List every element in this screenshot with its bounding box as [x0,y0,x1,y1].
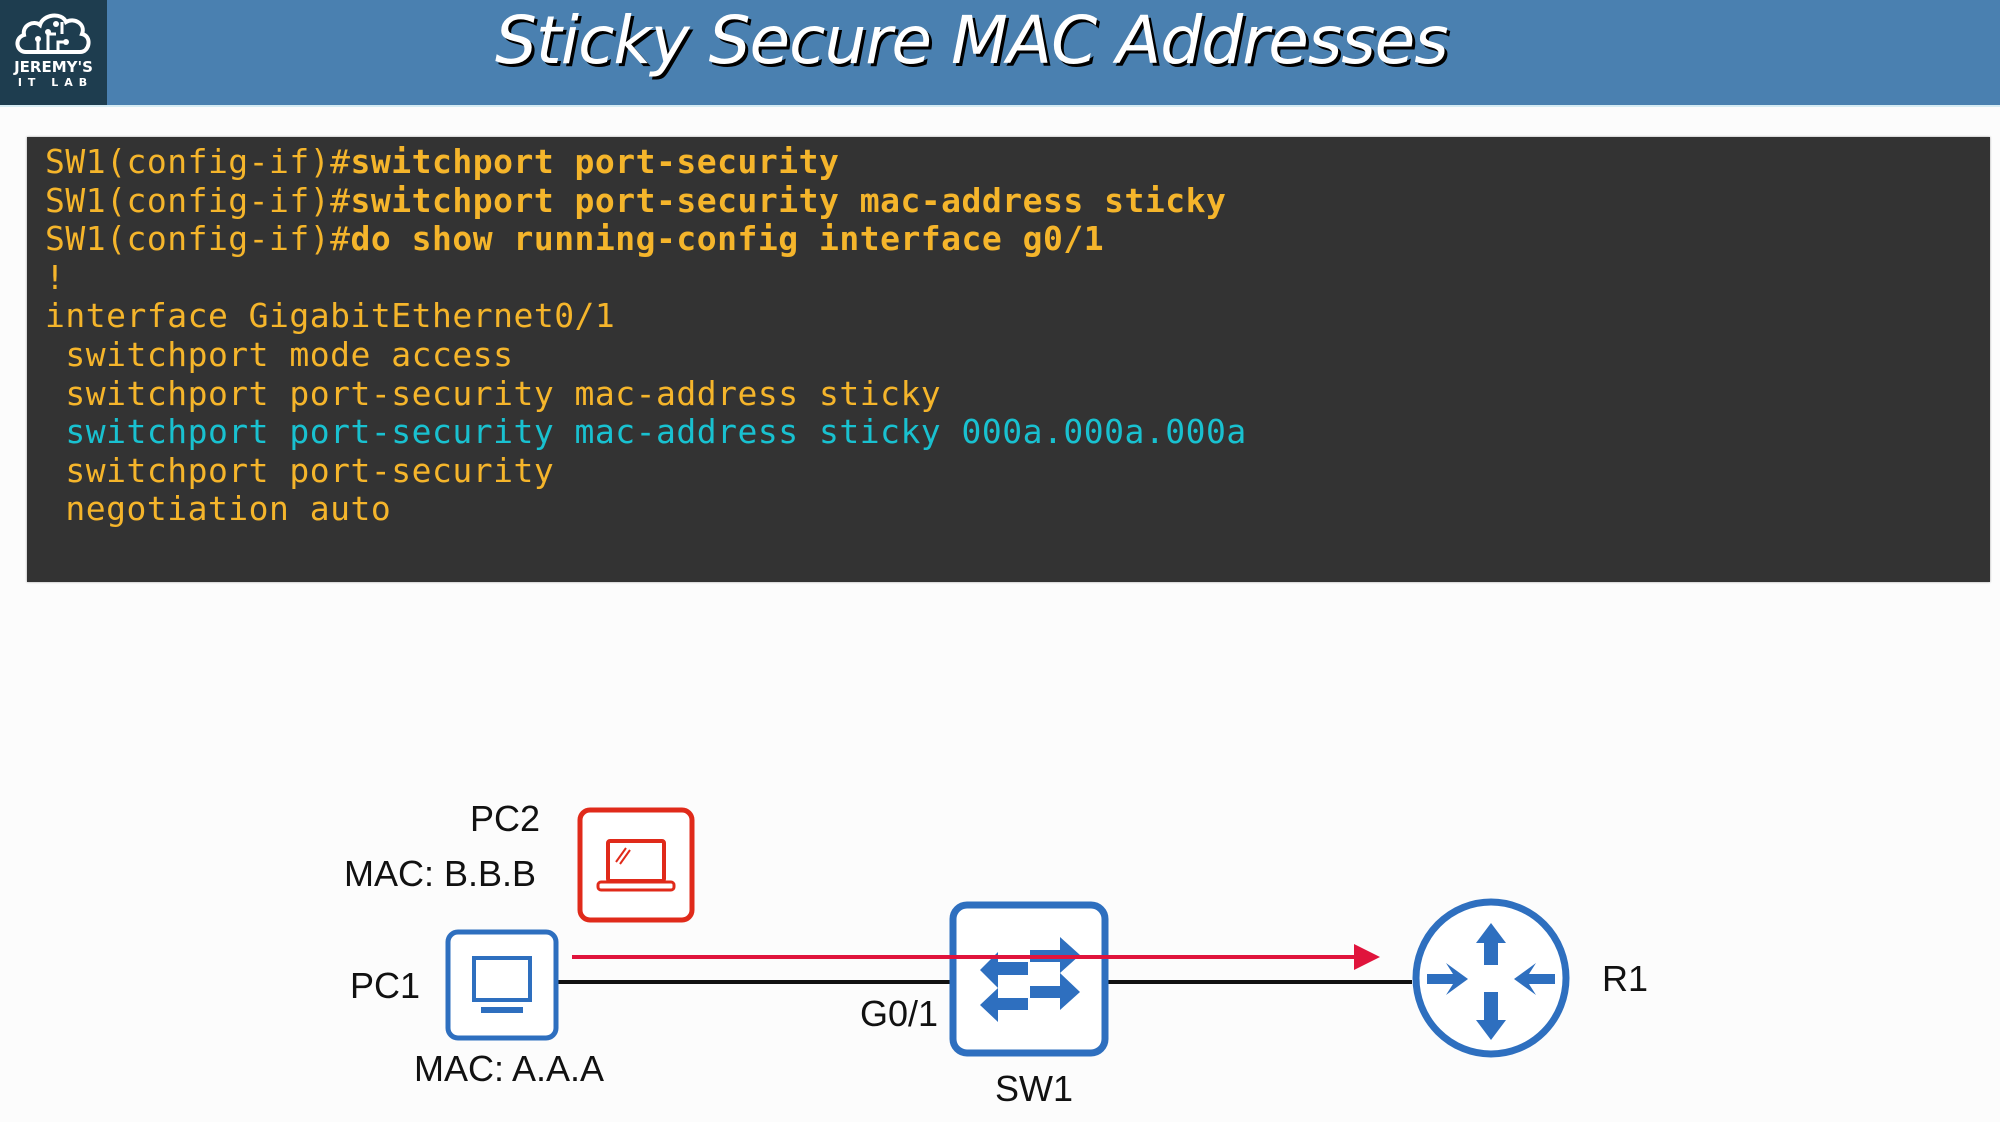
logo-subtext: IT LAB [17,76,94,89]
pc1-device[interactable] [445,929,559,1041]
cli-command: switchport port-security [350,142,840,181]
router-icon [1427,923,1555,1040]
r1-device[interactable] [1412,898,1570,1058]
cli-command: do show running-config interface g0/1 [350,219,1105,259]
sw1-device[interactable] [949,901,1109,1057]
logo: JEREMY'S IT LAB [0,0,107,105]
pc2-device[interactable] [577,807,695,923]
cloud-circuit-icon [15,13,91,54]
desktop-icon [472,956,532,1013]
output-line: switchport mode access [45,334,514,374]
r1-label: R1 [1602,958,1649,999]
cli-prompt: SW1(config-if)# [45,219,351,259]
pc2-label: PC2 [470,798,541,839]
output-line: ! [45,257,66,297]
port-label: G0/1 [860,993,939,1034]
frame-arrow [572,944,1380,970]
logo-text: JEREMY'S [14,58,93,76]
command-line: SW1(config-if)#switchport port-security … [45,180,1247,221]
output-line: negotiation auto [45,489,392,529]
output-line-highlighted: switchport port-security mac-address sti… [45,412,1247,452]
command-line: SW1(config-if)#do show running-config in… [45,219,1247,259]
pc1-mac-label: MAC: A.A.A [414,1048,605,1089]
output-line: switchport port-security mac-address sti… [45,373,942,413]
header-bar: JEREMY'S IT LAB Sticky Secure MAC Addres… [0,0,2000,107]
cli-prompt: SW1(config-if)# [45,180,351,220]
cli-command: switchport port-security mac-address sti… [350,180,1227,220]
output-line: interface GigabitEthernet0/1 [45,296,616,336]
pc2-mac-label: MAC: B.B.B [344,853,537,894]
sw1-label: SW1 [995,1068,1074,1109]
slide-title: Sticky Secure MAC Addresses [495,2,1449,79]
cli-prompt: SW1(config-if)# [45,142,351,181]
output-line: switchport port-security [45,450,555,490]
laptop-icon [596,839,676,892]
command-line: SW1(config-if)#switchport port-security [45,142,1247,182]
pc1-label: PC1 [350,965,421,1006]
